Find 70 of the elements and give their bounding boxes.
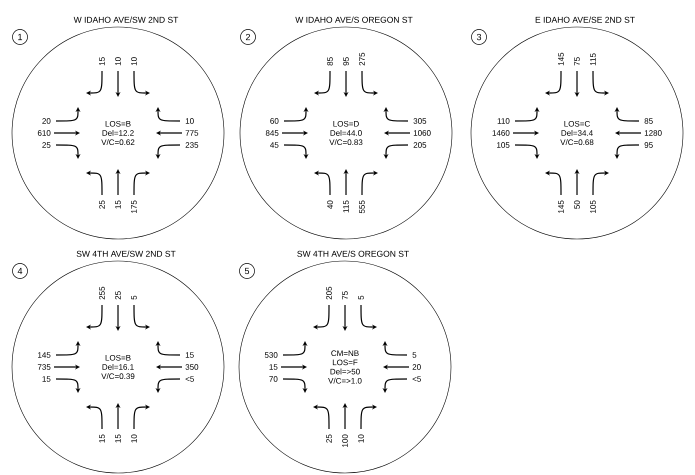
volume-number: 15 — [186, 352, 194, 358]
volume-number: 40 — [327, 200, 333, 209]
volume-number: 20 — [412, 364, 421, 370]
volume-number: 115 — [590, 53, 596, 66]
volume-number: 45 — [270, 142, 278, 148]
volume-number: 110 — [498, 118, 510, 124]
volume-number: 15 — [99, 434, 105, 442]
volume-number: 275 — [359, 52, 365, 66]
volume-number: 50 — [574, 200, 580, 209]
volume-number: 735 — [38, 364, 50, 370]
volume-number: 175 — [131, 200, 137, 213]
volume-number: 105 — [590, 200, 596, 213]
volume-number: 530 — [264, 352, 278, 358]
volume-number: 845 — [266, 130, 278, 136]
callout-number: 3 — [471, 29, 487, 45]
volume-number: 115 — [343, 200, 349, 212]
volume-number: 75 — [342, 291, 348, 300]
volume-number: 555 — [359, 200, 365, 214]
volume-number: 15 — [42, 376, 50, 382]
volume-number: 1460 — [492, 130, 510, 136]
volume-number: <5 — [186, 376, 194, 382]
volume-number: 255 — [99, 286, 105, 300]
callout-number: 2 — [240, 29, 256, 45]
volume-number: 10 — [131, 57, 137, 66]
intersection-title: W IDAHO AVE/SW 2ND ST — [74, 16, 178, 23]
volume-number: 350 — [186, 364, 198, 370]
volume-number: 25 — [326, 434, 332, 443]
volume-number: 610 — [38, 130, 50, 136]
volume-number: 20 — [42, 118, 50, 124]
volume-number: 775 — [186, 130, 198, 136]
volume-number: 5 — [412, 352, 416, 358]
volume-number: 145 — [38, 352, 50, 358]
callout-number: 1 — [12, 29, 28, 45]
volume-number: 60 — [270, 118, 278, 124]
volume-number: 5 — [131, 296, 137, 300]
volume-number: 145 — [558, 52, 564, 66]
intersection-title: SW 4TH AVE/SW 2ND ST — [76, 250, 176, 257]
callout-number: 4 — [12, 263, 28, 279]
volume-number: 70 — [269, 376, 278, 382]
volume-number: 10 — [186, 118, 194, 124]
volume-number: 10 — [358, 434, 364, 442]
volume-number: 25 — [42, 142, 50, 148]
volume-number: 1060 — [414, 130, 431, 136]
intersection-title: SW 4TH AVE/S OREGON ST — [297, 250, 409, 257]
volume-number: 95 — [644, 142, 653, 148]
volume-number: 235 — [186, 142, 198, 148]
volume-number: 145 — [558, 200, 564, 213]
volume-number: 205 — [326, 286, 332, 300]
volume-number: 100 — [342, 434, 348, 447]
volume-number: 15 — [270, 364, 278, 370]
volume-number: 25 — [115, 291, 121, 300]
volume-number: 5 — [358, 296, 364, 300]
volume-number: 15 — [115, 434, 121, 442]
intersection-title: E IDAHO AVE/SE 2ND ST — [536, 16, 635, 23]
intersection-title: W IDAHO AVE/S OREGON ST — [295, 16, 413, 23]
volume-number: 305 — [414, 118, 426, 124]
volume-number: <5 — [412, 376, 421, 382]
volume-number: 15 — [115, 200, 121, 208]
volume-number: 205 — [414, 142, 426, 148]
volume-number: 95 — [343, 57, 349, 66]
volume-number: 105 — [497, 142, 510, 148]
volume-number: 85 — [327, 57, 333, 66]
volume-number: 75 — [574, 57, 580, 66]
volume-number: 1280 — [644, 130, 662, 136]
volume-number: 15 — [99, 57, 105, 66]
volume-number: 10 — [131, 434, 137, 442]
volume-number: 25 — [99, 200, 105, 209]
volume-number: 10 — [115, 57, 121, 66]
callout-number: 5 — [239, 263, 255, 279]
volume-number: 85 — [644, 118, 653, 124]
